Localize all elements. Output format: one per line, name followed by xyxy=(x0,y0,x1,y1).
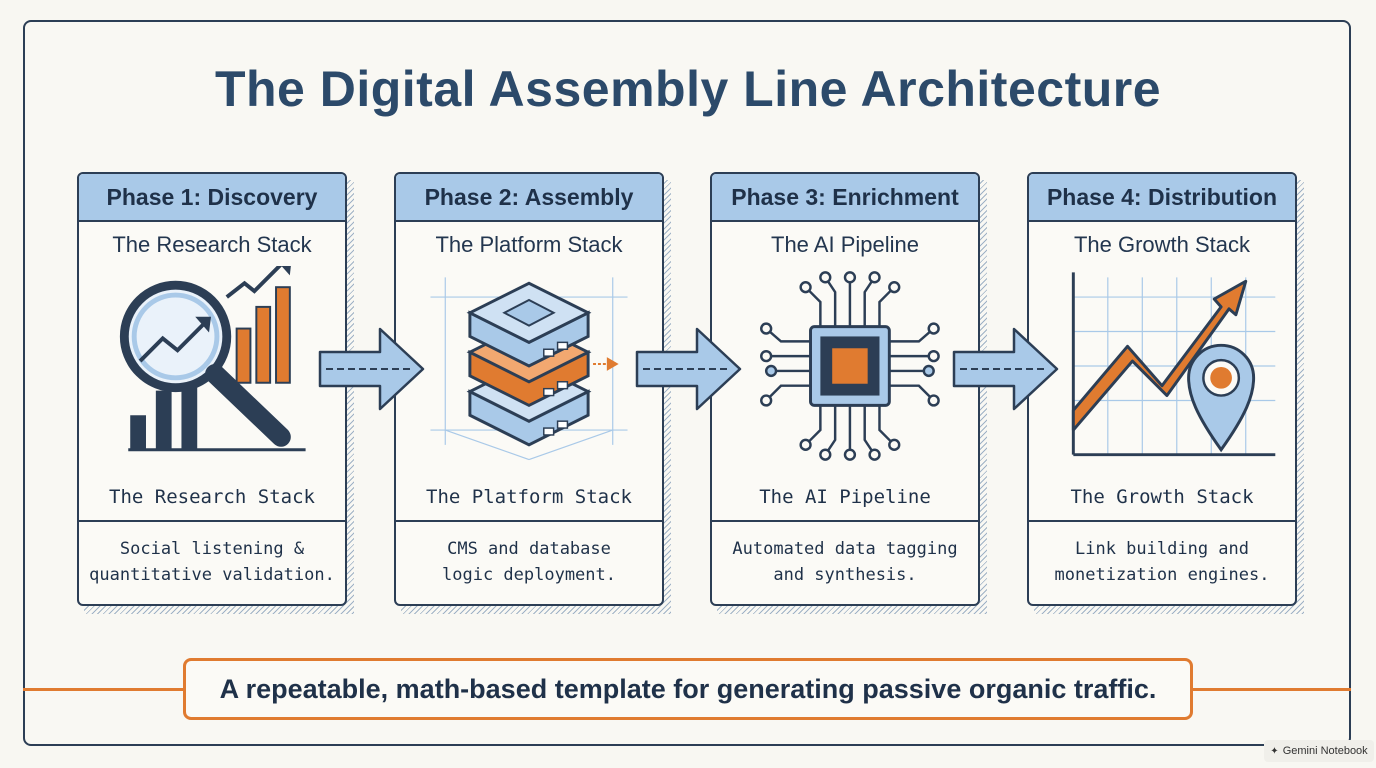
phase-mono-label: The Platform Stack xyxy=(426,486,632,508)
phase-description: CMS and database logic deployment. xyxy=(442,539,616,585)
phase-subtitle: The Research Stack xyxy=(112,232,312,257)
phase-mono-label: The AI Pipeline xyxy=(759,486,931,508)
phase-card-enrichment: Phase 3: Enrichment The AI Pipeline The … xyxy=(710,172,980,606)
phase-subtitle: The Platform Stack xyxy=(435,232,623,257)
gemini-icon: ✦ xyxy=(1270,745,1279,757)
flow-arrow-icon xyxy=(952,327,1059,411)
watermark-text: Gemini Notebook xyxy=(1282,745,1368,757)
flow-arrow-icon xyxy=(635,327,742,411)
magnifier-chart-icon xyxy=(119,266,306,452)
growth-chart-pin-icon xyxy=(1071,272,1276,457)
divider xyxy=(1029,520,1295,522)
phase-header: Phase 2: Assembly xyxy=(396,174,662,222)
phase-description: Link building and monetization engines. xyxy=(1054,539,1270,585)
phase-mono-label: The Research Stack xyxy=(109,486,315,508)
server-stack-icon xyxy=(430,277,628,461)
phase-header: Phase 3: Enrichment xyxy=(712,174,978,222)
phase-card-assembly: Phase 2: Assembly The Platform Stack The… xyxy=(394,172,664,606)
phase-subtitle: The Growth Stack xyxy=(1073,232,1251,257)
phase-header: Phase 4: Distribution xyxy=(1029,174,1295,222)
phase-mono-label: The Growth Stack xyxy=(1070,486,1254,508)
phase-description: Automated data tagging and synthesis. xyxy=(732,539,958,585)
divider xyxy=(396,520,662,522)
ai-chip-icon xyxy=(760,271,940,461)
phase-card-discovery: Phase 1: Discovery The Research Stack Th… xyxy=(77,172,347,606)
diagram-title: The Digital Assembly Line Architecture xyxy=(214,61,1162,117)
phase-subtitle: The AI Pipeline xyxy=(771,232,919,257)
phase-card-distribution: Phase 4: Distribution The Growth Stack T… xyxy=(1027,172,1297,606)
watermark-badge: ✦ Gemini Notebook xyxy=(1264,740,1374,762)
phase-description: Social listening & quantitative validati… xyxy=(89,539,335,585)
phase-header: Phase 1: Discovery xyxy=(79,174,345,222)
divider xyxy=(712,520,978,522)
divider xyxy=(79,520,345,522)
summary-banner: A repeatable, math-based template for ge… xyxy=(183,658,1193,720)
flow-arrow-icon xyxy=(318,327,425,411)
